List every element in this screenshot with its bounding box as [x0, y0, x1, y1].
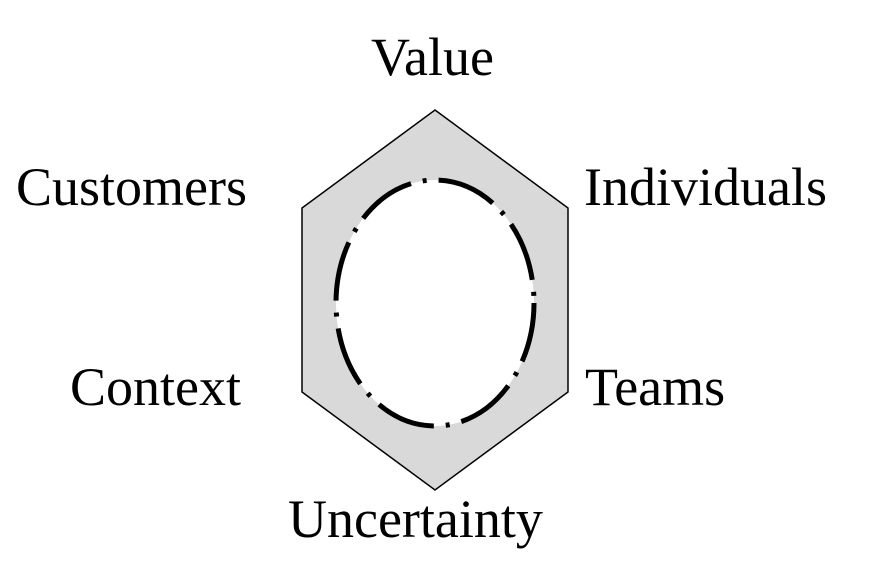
label-value: Value: [371, 27, 494, 87]
label-teams: Teams: [585, 357, 726, 417]
label-individuals: Individuals: [584, 157, 827, 217]
label-customers: Customers: [16, 157, 248, 217]
label-context: Context: [70, 357, 241, 417]
center-ring: [333, 177, 537, 429]
label-uncertainty: Uncertainty: [288, 489, 543, 549]
